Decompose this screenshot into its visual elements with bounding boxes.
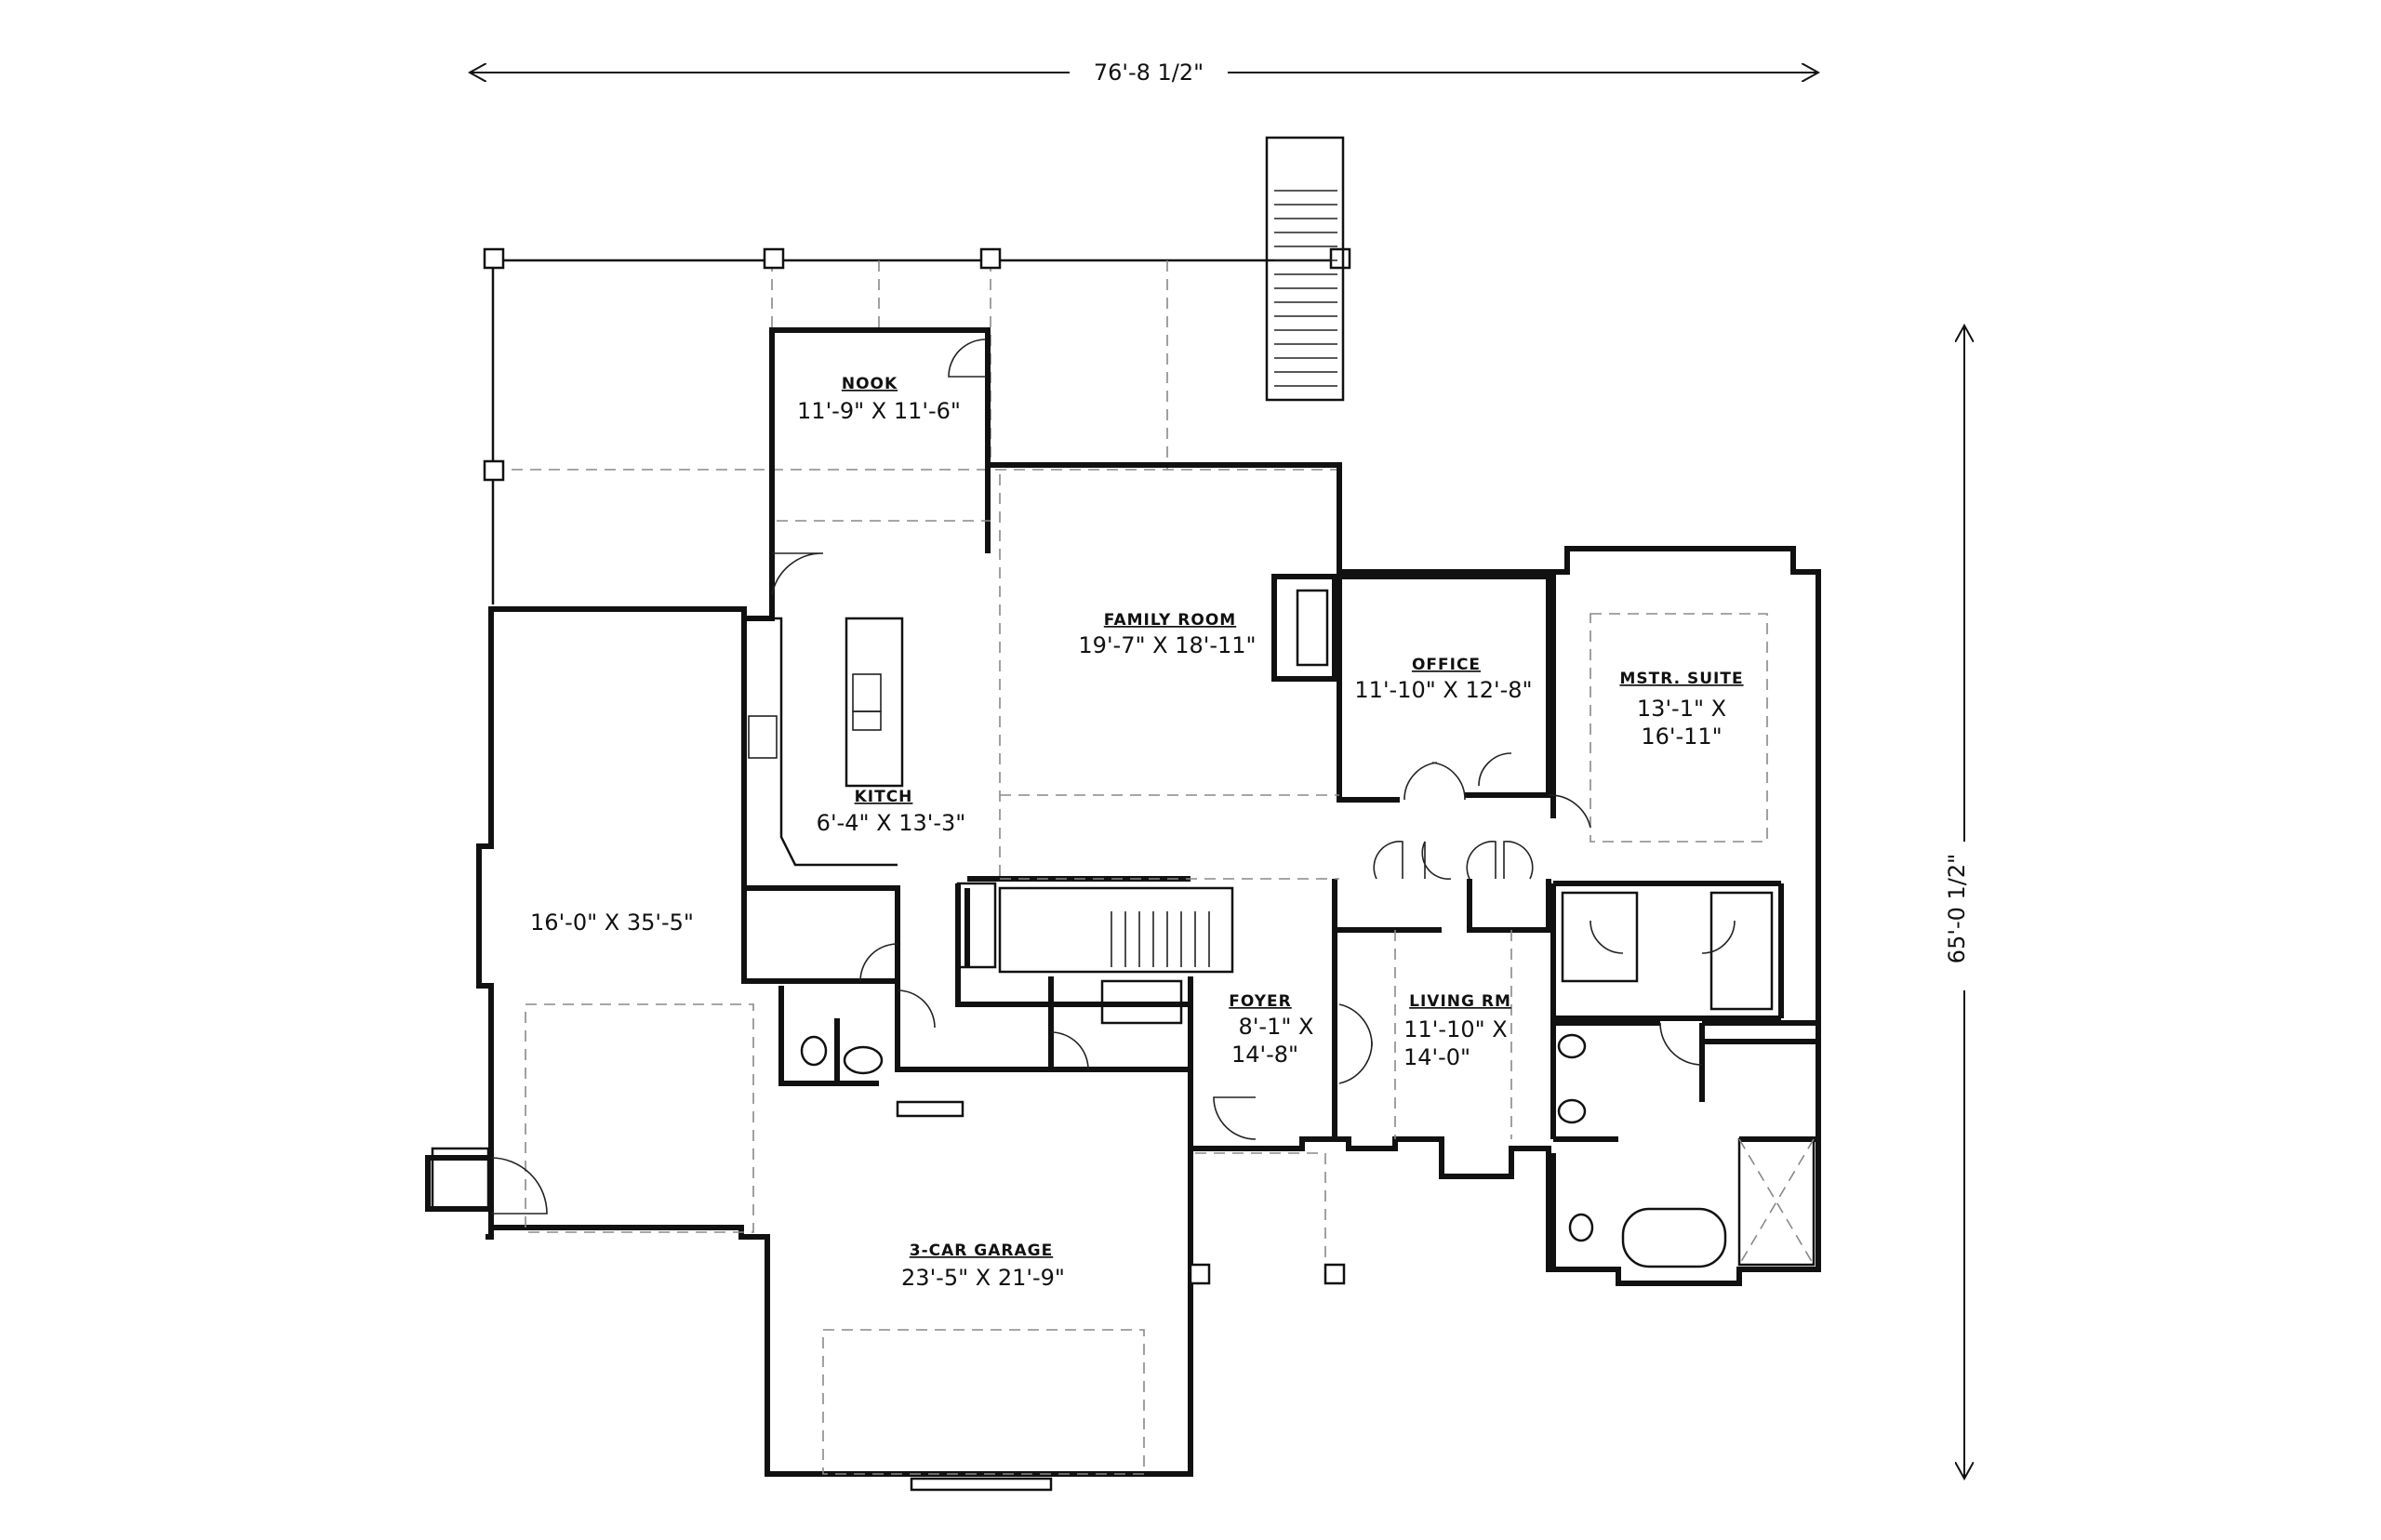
rv-garage-size: 16'-0" X 35'-5" <box>530 909 694 936</box>
fireplace <box>1271 574 1337 682</box>
interior-stairs <box>956 882 1234 974</box>
garage-size: 23'-5" X 21'-9" <box>901 1265 1065 1291</box>
kitchen-cabinets <box>744 617 904 867</box>
foyer-size-line1: 8'-1" X <box>1239 1014 1314 1040</box>
garage-title: 3-CAR GARAGE <box>910 1241 1053 1260</box>
family-room-title: FAMILY ROOM <box>1104 611 1236 630</box>
living-room-size-line2: 14'-0" <box>1403 1044 1470 1070</box>
kitchen-title: KITCH <box>855 788 913 806</box>
overall-depth-dimension: 65'-0 1/2" <box>1944 325 1979 1479</box>
overall-width-label: 76'-8 1/2" <box>1094 60 1204 86</box>
master-bath-fixtures <box>1557 1033 1816 1268</box>
overall-width-dimension: 76'-8 1/2" <box>470 58 1818 86</box>
office-title: OFFICE <box>1412 656 1481 674</box>
nook-title: NOOK <box>842 375 898 393</box>
foyer-title: FOYER <box>1229 992 1291 1011</box>
living-room-size-line1: 11'-10" X <box>1403 1016 1507 1042</box>
front-porch <box>431 1100 1346 1285</box>
master-suite-size-line2: 16'-11" <box>1641 724 1722 750</box>
door-swings <box>490 339 1736 1215</box>
kitchen-size: 6'-4" X 13'-3" <box>817 810 966 836</box>
nook-size: 11'-9" X 11'-6" <box>797 398 961 424</box>
master-suite-size-line1: 13'-1" X <box>1637 696 1726 722</box>
master-suite-title: MSTR. SUITE <box>1619 670 1743 688</box>
deck-stairs <box>1265 136 1345 402</box>
overall-depth-label: 65'-0 1/2" <box>1944 854 1970 963</box>
ceiling-lines <box>525 474 1768 1492</box>
office-size: 11'-10" X 12'-8" <box>1354 677 1532 703</box>
exterior-walls <box>425 327 1821 1477</box>
room-labels: NOOK 11'-9" X 11'-6" FAMILY ROOM 19'-7" … <box>530 375 1743 1291</box>
family-room-size: 19'-7" X 18'-11" <box>1078 632 1256 658</box>
powder-room-fixtures <box>800 979 1183 1075</box>
foyer-size-line2: 14'-8" <box>1231 1042 1298 1068</box>
rear-patio <box>483 247 1351 604</box>
living-room-title: LIVING RM <box>1409 992 1511 1011</box>
interior-walls <box>741 327 1818 1269</box>
